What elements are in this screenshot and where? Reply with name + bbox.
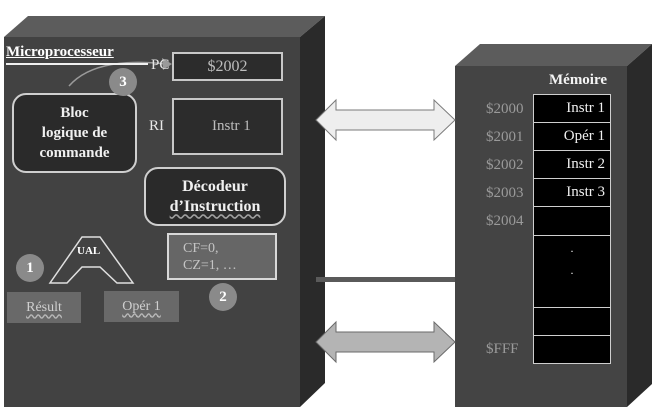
control-block-line-3: commande bbox=[39, 145, 110, 161]
memory-cell-4[interactable] bbox=[533, 206, 611, 236]
memory-address-1: $2001 bbox=[486, 129, 524, 145]
memory-cell-3[interactable]: Instr 3 bbox=[533, 178, 611, 207]
memory-address-3: $2003 bbox=[486, 185, 524, 201]
memory-cell-3-content: Instr 3 bbox=[566, 184, 605, 200]
memory-cell-ellipsis[interactable]: · · bbox=[533, 235, 611, 308]
memory-cell-0-content: Instr 1 bbox=[566, 100, 605, 116]
flags-line-2: CZ=1, … bbox=[183, 258, 237, 273]
step-badge-3: 3 bbox=[109, 68, 137, 96]
instruction-decoder[interactable]: Décodeur d’Instruction bbox=[144, 167, 286, 226]
memory-side-face bbox=[627, 44, 652, 407]
memory-cell-6[interactable] bbox=[533, 307, 611, 336]
decoder-line-2: d’Instruction bbox=[169, 197, 261, 215]
memory-top-face bbox=[455, 44, 652, 66]
data-bus-arrow[interactable] bbox=[315, 320, 456, 364]
memory-address-4: $2004 bbox=[486, 213, 524, 229]
operand-register[interactable]: Opér 1 bbox=[104, 291, 179, 322]
operand-label: Opér 1 bbox=[122, 298, 161, 314]
memory-cell-last[interactable] bbox=[533, 335, 611, 364]
memory-address-2: $2002 bbox=[486, 157, 524, 173]
control-block[interactable]: Bloc logique de commande bbox=[12, 93, 137, 173]
step-badge-2: 2 bbox=[209, 283, 237, 311]
pc-value: $2002 bbox=[207, 57, 248, 75]
ri-register[interactable]: Instr 1 bbox=[172, 98, 283, 155]
result-label: Résult bbox=[26, 299, 62, 315]
memory-address-7: $FFF bbox=[486, 341, 519, 357]
alu-shape bbox=[48, 236, 135, 284]
control-bus-line[interactable] bbox=[316, 277, 455, 282]
memory-cell-1-content: Opér 1 bbox=[563, 128, 605, 144]
control-block-line-1: Bloc bbox=[60, 105, 89, 121]
memory-cell-2[interactable]: Instr 2 bbox=[533, 150, 611, 179]
memory-cell-1[interactable]: Opér 1 bbox=[533, 122, 611, 151]
decoder-line-1: Décodeur bbox=[182, 177, 248, 195]
step-badge-1: 1 bbox=[16, 254, 44, 282]
flags-register[interactable]: CF=0, CZ=1, … bbox=[167, 233, 277, 280]
title-underline bbox=[6, 63, 148, 65]
processor-side-face bbox=[300, 16, 325, 407]
processor-title: Microprocesseur bbox=[6, 44, 114, 60]
ri-label: RI bbox=[149, 118, 164, 134]
processor-top-face bbox=[4, 16, 325, 37]
flags-line-1: CF=0, bbox=[183, 241, 219, 256]
pc-label: PC bbox=[151, 57, 170, 73]
alu-label: UAL bbox=[77, 245, 101, 257]
memory-cell-0[interactable]: Instr 1 bbox=[533, 94, 611, 123]
ri-value: Instr 1 bbox=[212, 118, 251, 134]
fetch-arrow bbox=[68, 61, 166, 87]
result-register[interactable]: Résult bbox=[7, 292, 81, 323]
memory-title: Mémoire bbox=[549, 72, 608, 88]
memory-ellipsis: · · bbox=[570, 244, 574, 280]
control-block-line-2: logique de bbox=[41, 125, 108, 141]
memory-address-0: $2000 bbox=[486, 101, 524, 117]
fetch-arrow-head bbox=[162, 58, 172, 70]
pc-register[interactable]: $2002 bbox=[172, 52, 283, 81]
memory-cell-2-content: Instr 2 bbox=[566, 156, 605, 172]
address-bus-arrow[interactable] bbox=[315, 98, 456, 142]
